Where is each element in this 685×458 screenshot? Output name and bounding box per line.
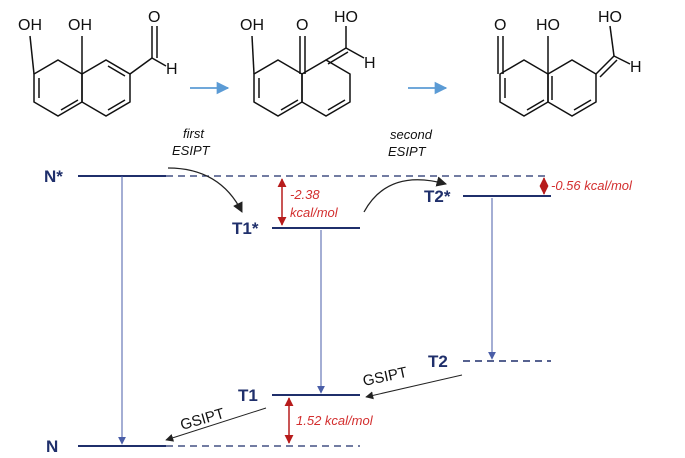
level-n-star-label: N*	[44, 167, 63, 186]
m3-ho-mid-label: HO	[536, 17, 560, 34]
level-t1-label: T1	[238, 386, 258, 405]
molecule-2	[251, 26, 365, 117]
level-n-label: N	[46, 437, 58, 456]
gsipt-label-upper: GSIPT	[361, 364, 409, 390]
first-esipt-label-1: first	[183, 126, 205, 141]
m3-h-label: H	[630, 59, 642, 76]
energy-t1-star-line2: kcal/mol	[290, 205, 339, 220]
m1-oh-right-label: OH	[68, 17, 92, 34]
m3-o-label: O	[494, 17, 506, 34]
second-esipt-label-1: second	[390, 127, 433, 142]
second-esipt-arrow	[363, 176, 448, 213]
m3-ho-right-label: HO	[598, 9, 622, 26]
energy-t1: 1.52 kcal/mol	[296, 413, 374, 428]
m1-o-label: O	[148, 9, 160, 26]
m1-oh-left-label: OH	[18, 17, 42, 34]
gsipt-arrow-t1-to-n	[165, 407, 267, 442]
energy-t2-star: -0.56 kcal/mol	[551, 178, 633, 193]
m2-o-label: O	[296, 17, 308, 34]
molecule-3	[497, 25, 631, 117]
energy-t1-star-line1: -2.38	[290, 187, 320, 202]
gsipt-label-lower: GSIPT	[178, 405, 226, 434]
m2-h-label: H	[364, 55, 376, 72]
first-esipt-arrow	[167, 167, 243, 213]
m1-h-label: H	[166, 61, 178, 78]
m2-ho-label: HO	[334, 9, 358, 26]
level-t1-star-label: T1*	[232, 219, 259, 238]
level-t2-label: T2	[428, 352, 448, 371]
m2-oh-label: OH	[240, 17, 264, 34]
second-esipt-label-2: ESIPT	[388, 144, 427, 159]
first-esipt-label-2: ESIPT	[172, 143, 211, 158]
gsipt-arrow-t2-to-t1	[365, 374, 463, 400]
molecule-1	[29, 26, 167, 117]
level-t2-star-label: T2*	[424, 187, 451, 206]
